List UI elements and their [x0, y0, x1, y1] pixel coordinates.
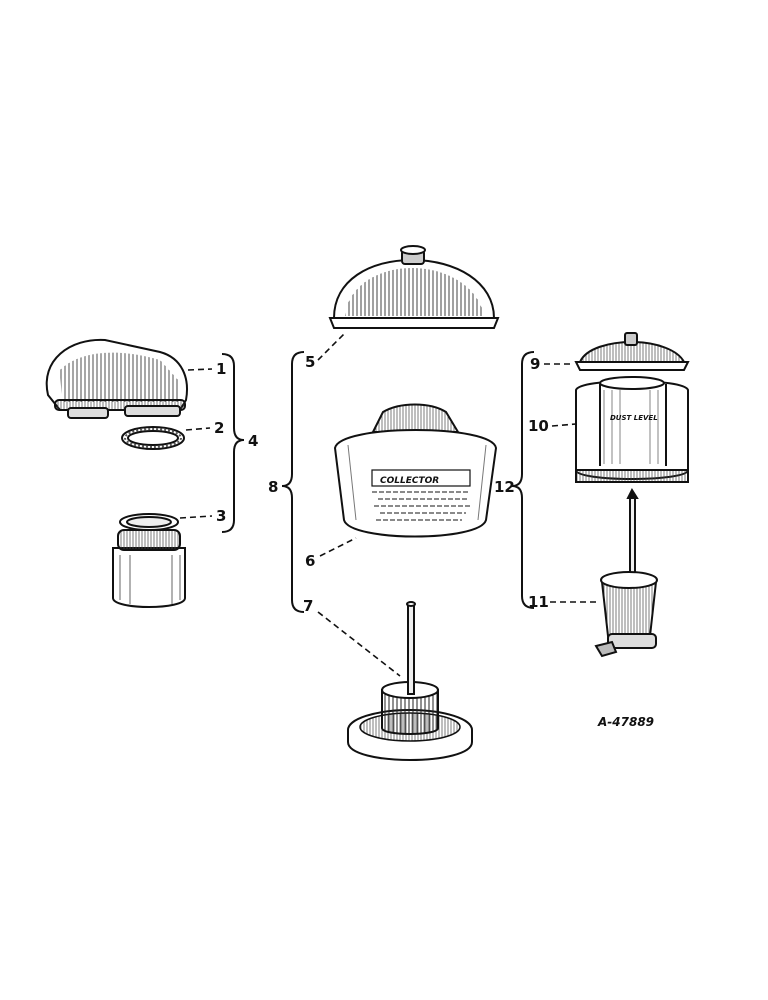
jar-icon: [112, 513, 186, 608]
brace-group-12: [511, 351, 535, 609]
brace-group-4: [221, 353, 245, 533]
callout-8: 8: [268, 478, 278, 496]
air-cleaner-cap-icon: [45, 338, 188, 419]
callout-11: 11: [528, 593, 549, 611]
collector-header-label: COLLECTOR: [380, 476, 439, 486]
callout-2: 2: [214, 419, 224, 437]
callout-5: 5: [305, 353, 315, 371]
drawing-number: A-47889: [597, 715, 654, 729]
bowl-cover-icon: [328, 245, 500, 329]
callout-4: 4: [248, 432, 258, 450]
filter-base-icon: [347, 601, 473, 761]
dust-level-label: DUST LEVEL: [610, 414, 658, 422]
collector-bowl-icon: COLLECTOR: [333, 403, 498, 538]
cup-stand-icon: [594, 487, 658, 658]
dust-cup-icon: DUST LEVEL: [575, 376, 689, 483]
callout-3: 3: [216, 507, 226, 525]
callout-1: 1: [216, 360, 226, 378]
gasket-icon: [121, 426, 185, 450]
callout-7: 7: [303, 597, 313, 615]
callout-6: 6: [305, 552, 315, 570]
callout-12: 12: [494, 478, 515, 496]
brace-group-8: [281, 351, 305, 613]
callout-10: 10: [528, 417, 549, 435]
callout-9: 9: [530, 355, 540, 373]
small-cover-icon: [574, 332, 690, 371]
